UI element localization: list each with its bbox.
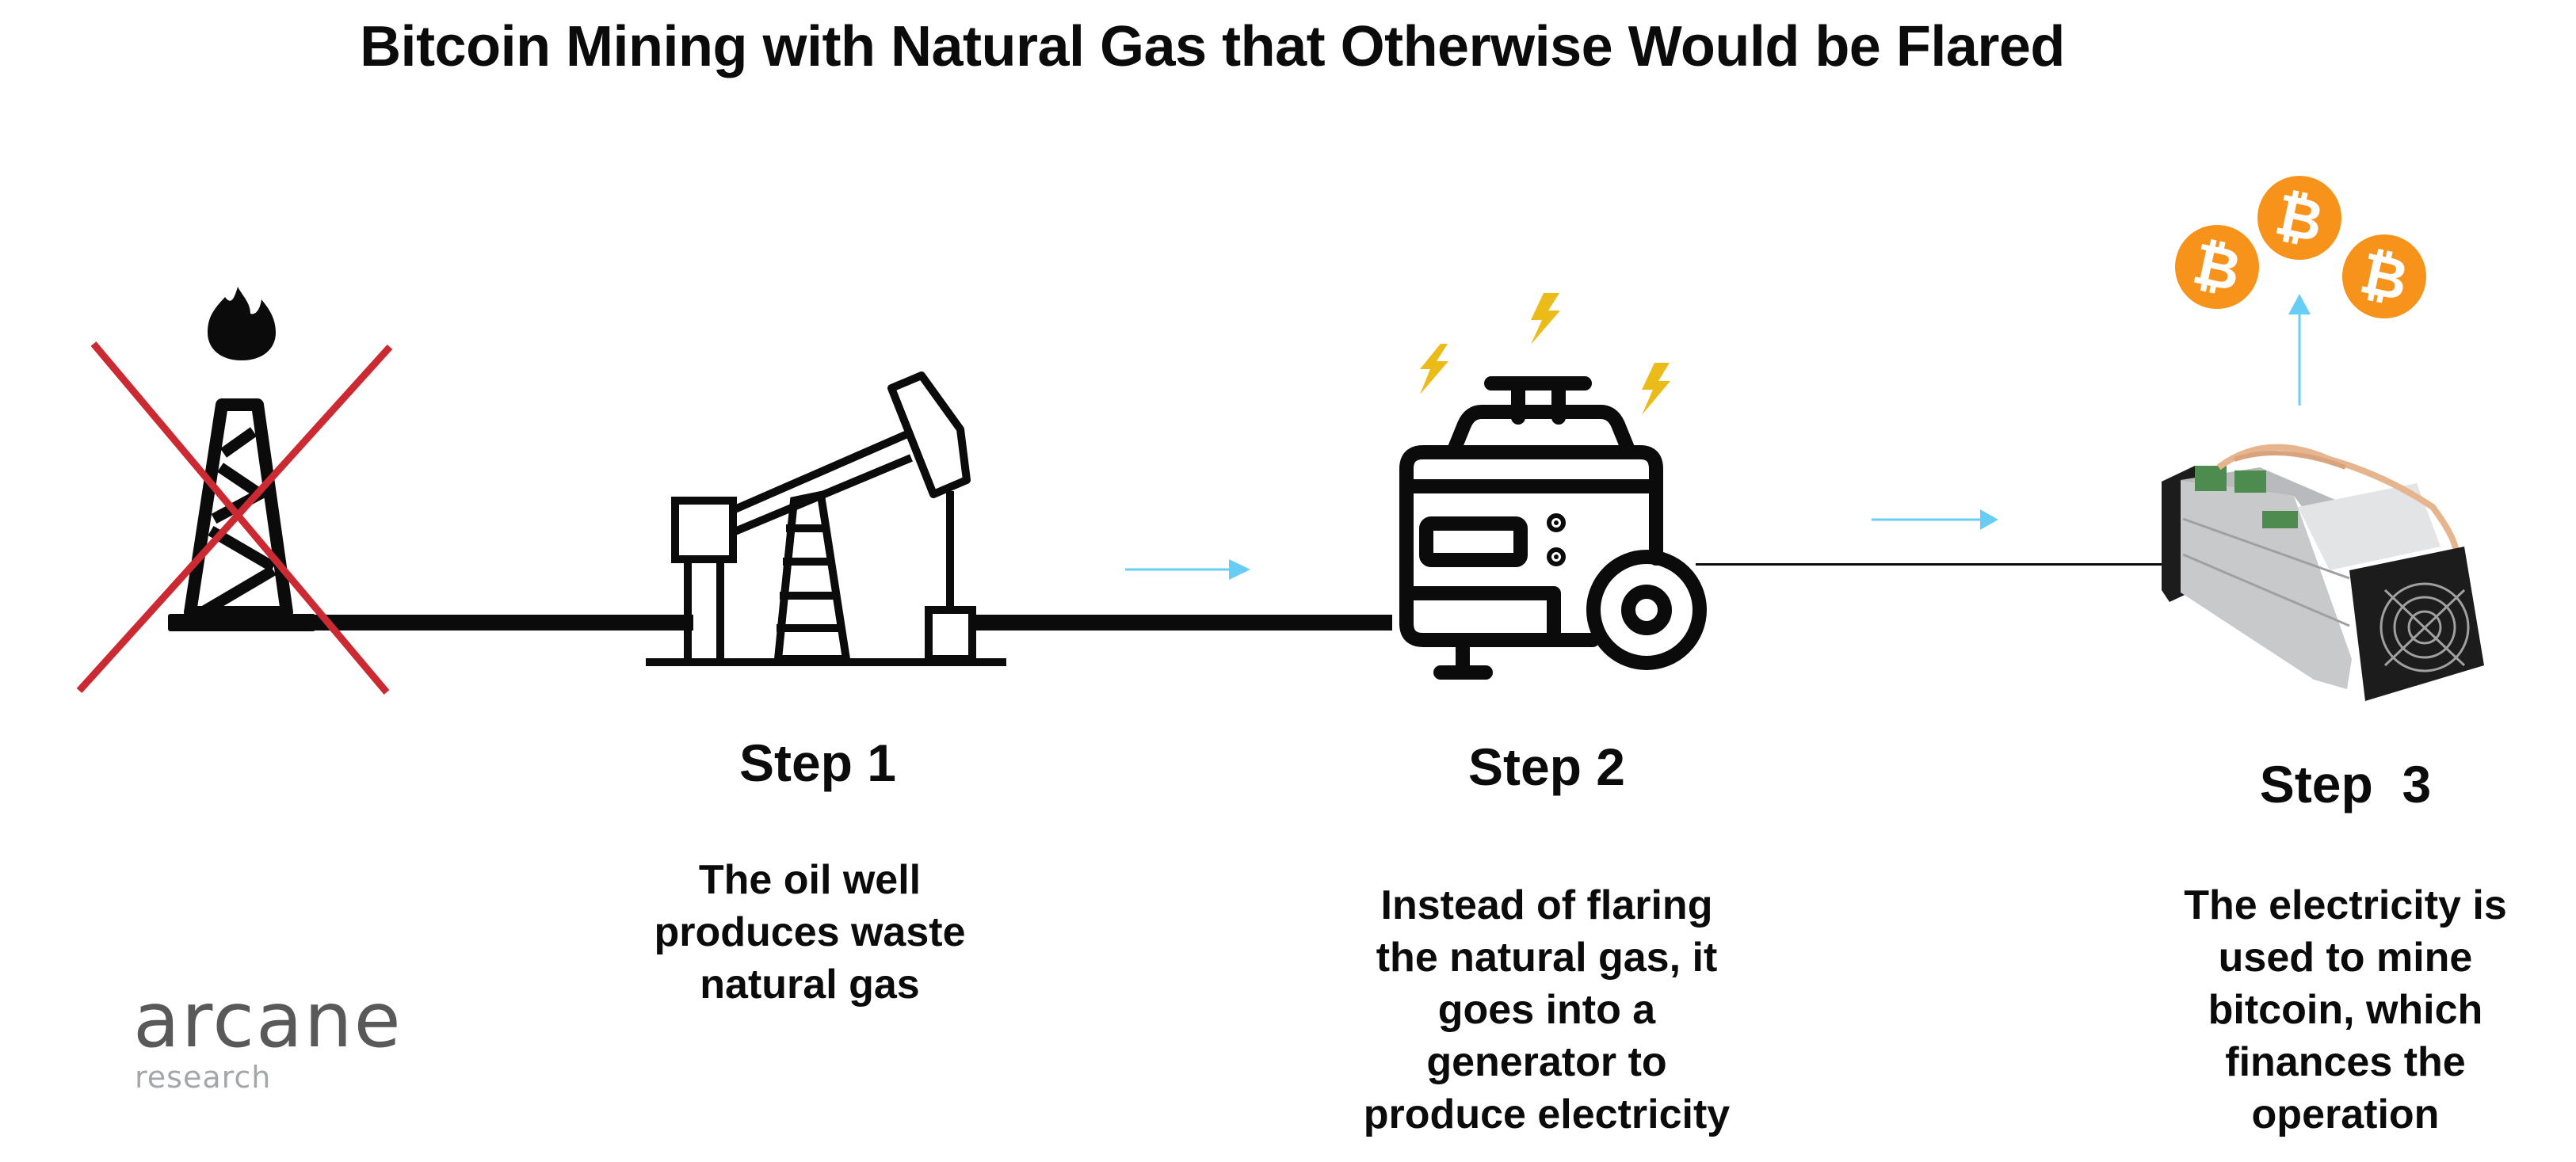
bitcoin-coin-icon: ₿ [2257,176,2341,260]
arcane-logo: arcane [133,976,403,1065]
red-cross-icon [76,341,393,695]
step-1-description: The oil well produces waste natural gas [654,857,966,1008]
lightning-bolt-icon [1420,344,1448,394]
flow-arrow-right-1 [1125,559,1250,580]
step-3-description: The electricity is used to mine bitcoin,… [2184,882,2507,1137]
bitcoin-coin-icon: ₿ [2175,225,2259,309]
flame-icon [208,287,276,360]
gas-pipeline [293,563,2171,631]
pipe-segment-2 [976,615,1392,631]
lightning-bolt-icon [1531,293,1560,345]
pipe-segment-1 [293,615,693,631]
lightning-bolts [1420,293,1670,415]
step-2-title: Step 2 [1467,737,1626,796]
step-3-title: Step 3 [2259,755,2432,813]
arcane-logo-subtitle: research [135,1060,272,1095]
step-2-description: Instead of flaring the natural gas, it g… [1363,882,1731,1137]
diagram-title: Bitcoin Mining with Natural Gas that Oth… [360,15,2065,78]
flow-arrow-up [2288,294,2311,406]
bitcoin-coins: ₿ ₿ ₿ [2175,176,2426,318]
generator-icon [1399,376,1707,680]
flow-arrow-right-2 [1872,509,1998,530]
power-cable [1696,563,2171,566]
flare-derrick-icon [168,287,315,631]
step-1-title: Step 1 [738,733,897,792]
oil-pumpjack-icon [646,371,1006,666]
lightning-bolt-icon [1642,363,1670,415]
asic-miner-icon [2162,444,2484,701]
bitcoin-coin-icon: ₿ [2342,234,2426,318]
